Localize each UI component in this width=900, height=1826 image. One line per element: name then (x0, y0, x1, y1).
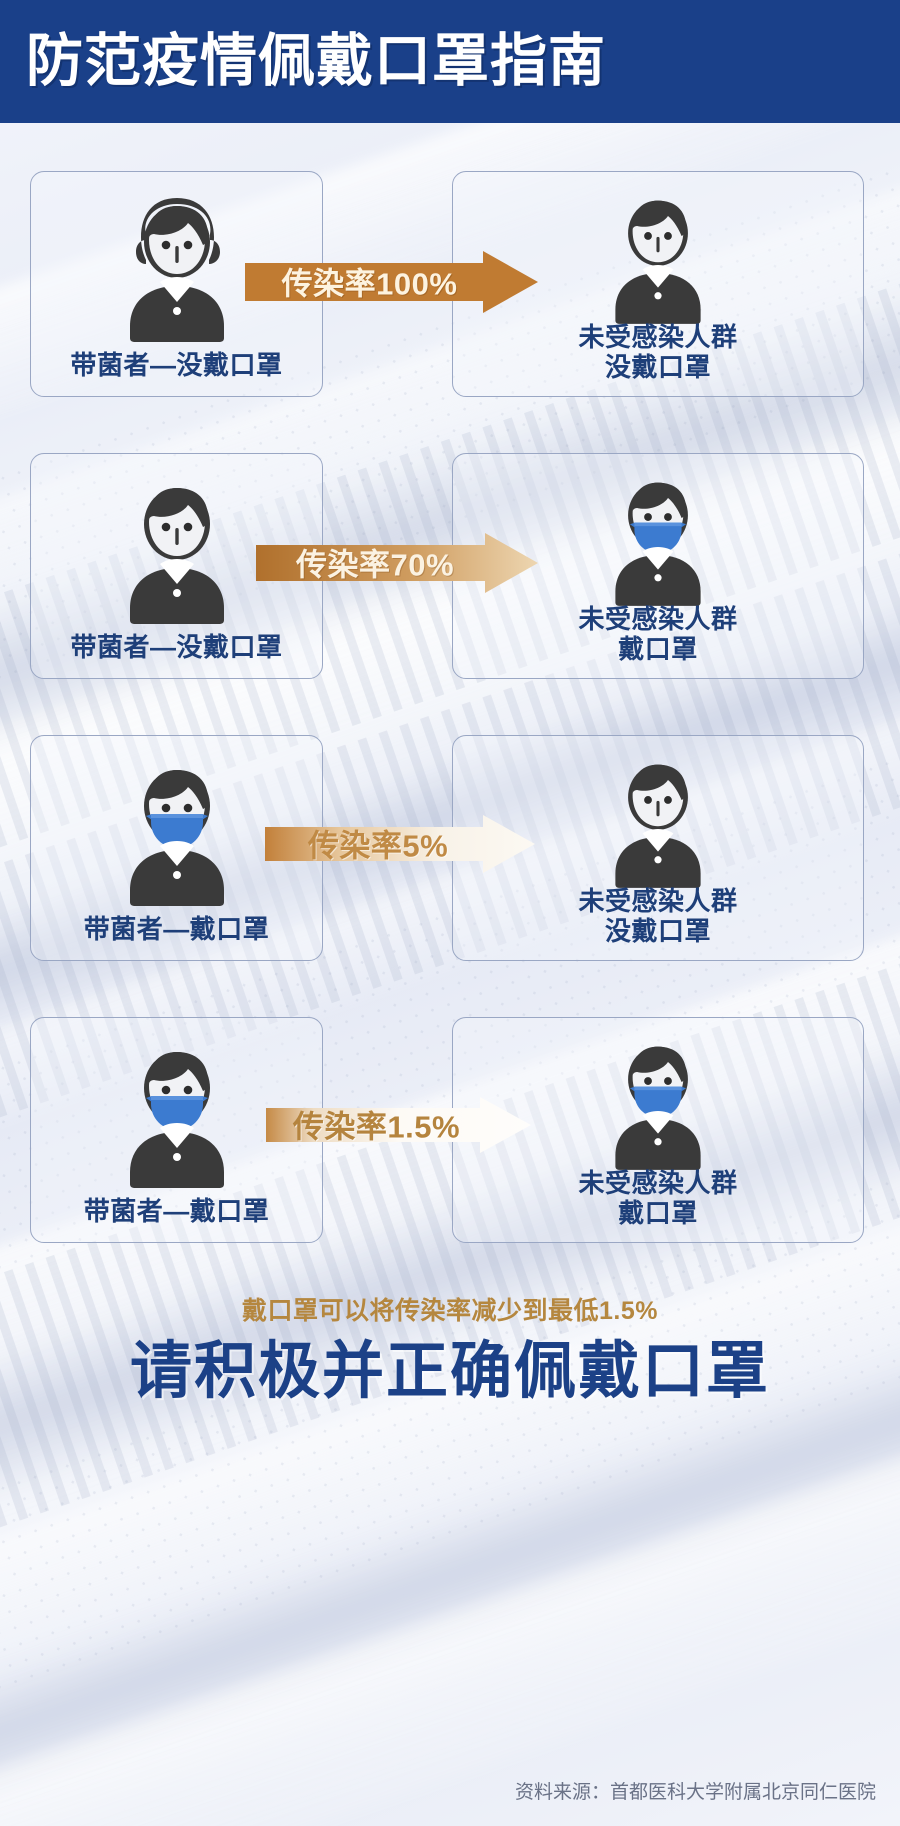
footer-subtitle: 戴口罩可以将传染率减少到最低1.5% (242, 1297, 658, 1325)
target-card-label: 未受感染人群 没戴口罩 (578, 321, 738, 382)
source-note: 资料来源：首都医科大学附属北京同仁医院 (514, 1782, 876, 1803)
transmission-row: 带菌者—戴口罩 传染率1.5% (0, 1009, 900, 1243)
page-title: 防范疫情佩戴口罩指南 (26, 29, 606, 93)
target-card-label: 未受感染人群 没戴口罩 (578, 885, 738, 946)
arrow-100: 传染率100% (245, 251, 538, 313)
source-card-label: 带菌者—戴口罩 (83, 1195, 270, 1226)
arrow-5: 传染率5% (265, 815, 535, 873)
arrow-label: 传染率100% (281, 266, 458, 302)
person-no-mask-icon (31, 190, 322, 342)
person-with-mask-icon (31, 754, 322, 906)
person-no-mask-icon (31, 472, 322, 624)
target-card-label: 未受感染人群 戴口罩 (578, 1167, 738, 1228)
source-card-label: 带菌者—戴口罩 (83, 913, 270, 944)
footer-slogan: 请积极并正确佩戴口罩 (129, 1337, 770, 1406)
target-card-label: 未受感染人群 戴口罩 (578, 603, 738, 664)
transmission-rows: 带菌者—没戴口罩 传染率100% (0, 123, 900, 1243)
arrow-label: 传染率1.5% (292, 1109, 461, 1145)
transmission-row: 带菌者—戴口罩 传染率5% (0, 727, 900, 961)
source-card-label: 带菌者—没戴口罩 (70, 631, 283, 662)
poster-header: 防范疫情佩戴口罩指南 (0, 0, 900, 123)
transmission-row: 带菌者—没戴口罩 传染率100% (0, 163, 900, 397)
person-no-mask-icon (453, 750, 863, 888)
footer-block: 戴口罩可以将传染率减少到最低1.5% 请积极并正确佩戴口罩 (0, 1291, 900, 1403)
arrow-1-5: 传染率1.5% (266, 1097, 531, 1153)
person-with-mask-icon (453, 1032, 863, 1170)
arrow-label: 传染率5% (307, 828, 449, 864)
source-card-label: 带菌者—没戴口罩 (70, 349, 283, 380)
transmission-row: 带菌者—没戴口罩 传染率70% (0, 445, 900, 679)
person-with-mask-icon (31, 1036, 322, 1188)
person-with-mask-icon (453, 468, 863, 606)
arrow-label: 传染率70% (295, 547, 455, 583)
arrow-70: 传染率70% (256, 533, 538, 593)
person-no-mask-icon (453, 186, 863, 324)
